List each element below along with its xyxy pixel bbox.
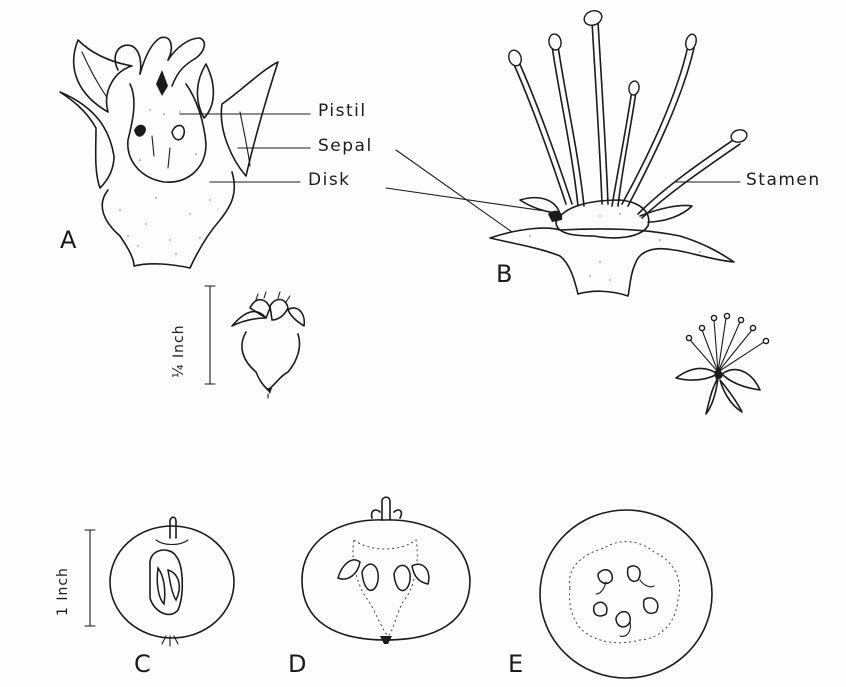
flower-bud-actual-size — [232, 292, 304, 398]
open-flower-actual-size — [676, 313, 769, 414]
figure-a-flower-section — [60, 37, 278, 268]
panel-label-d: D — [288, 652, 306, 676]
scale-label-one-inch: 1 Inch — [56, 567, 70, 616]
label-stamen: Stamen — [746, 172, 821, 189]
quarter-inch-scale-bar — [205, 286, 215, 384]
figure-d-fruit-section — [302, 497, 470, 644]
label-disk: Disk — [308, 172, 351, 189]
panel-label-b: B — [496, 262, 512, 286]
panel-label-c: C — [134, 652, 151, 676]
figure-c-fruit-section — [110, 517, 234, 646]
figure-e-fruit-cross-section — [540, 510, 712, 678]
callout-leaders — [180, 114, 740, 232]
label-sepal: Sepal — [318, 138, 373, 155]
figure-b-flower-stamens — [490, 8, 748, 296]
panel-label-a: A — [60, 228, 76, 252]
panel-label-e: E — [508, 652, 523, 676]
one-inch-scale-bar — [85, 530, 95, 626]
scale-label-quarter-inch: ¼ Inch — [172, 324, 186, 378]
label-pistil: Pistil — [318, 103, 367, 120]
